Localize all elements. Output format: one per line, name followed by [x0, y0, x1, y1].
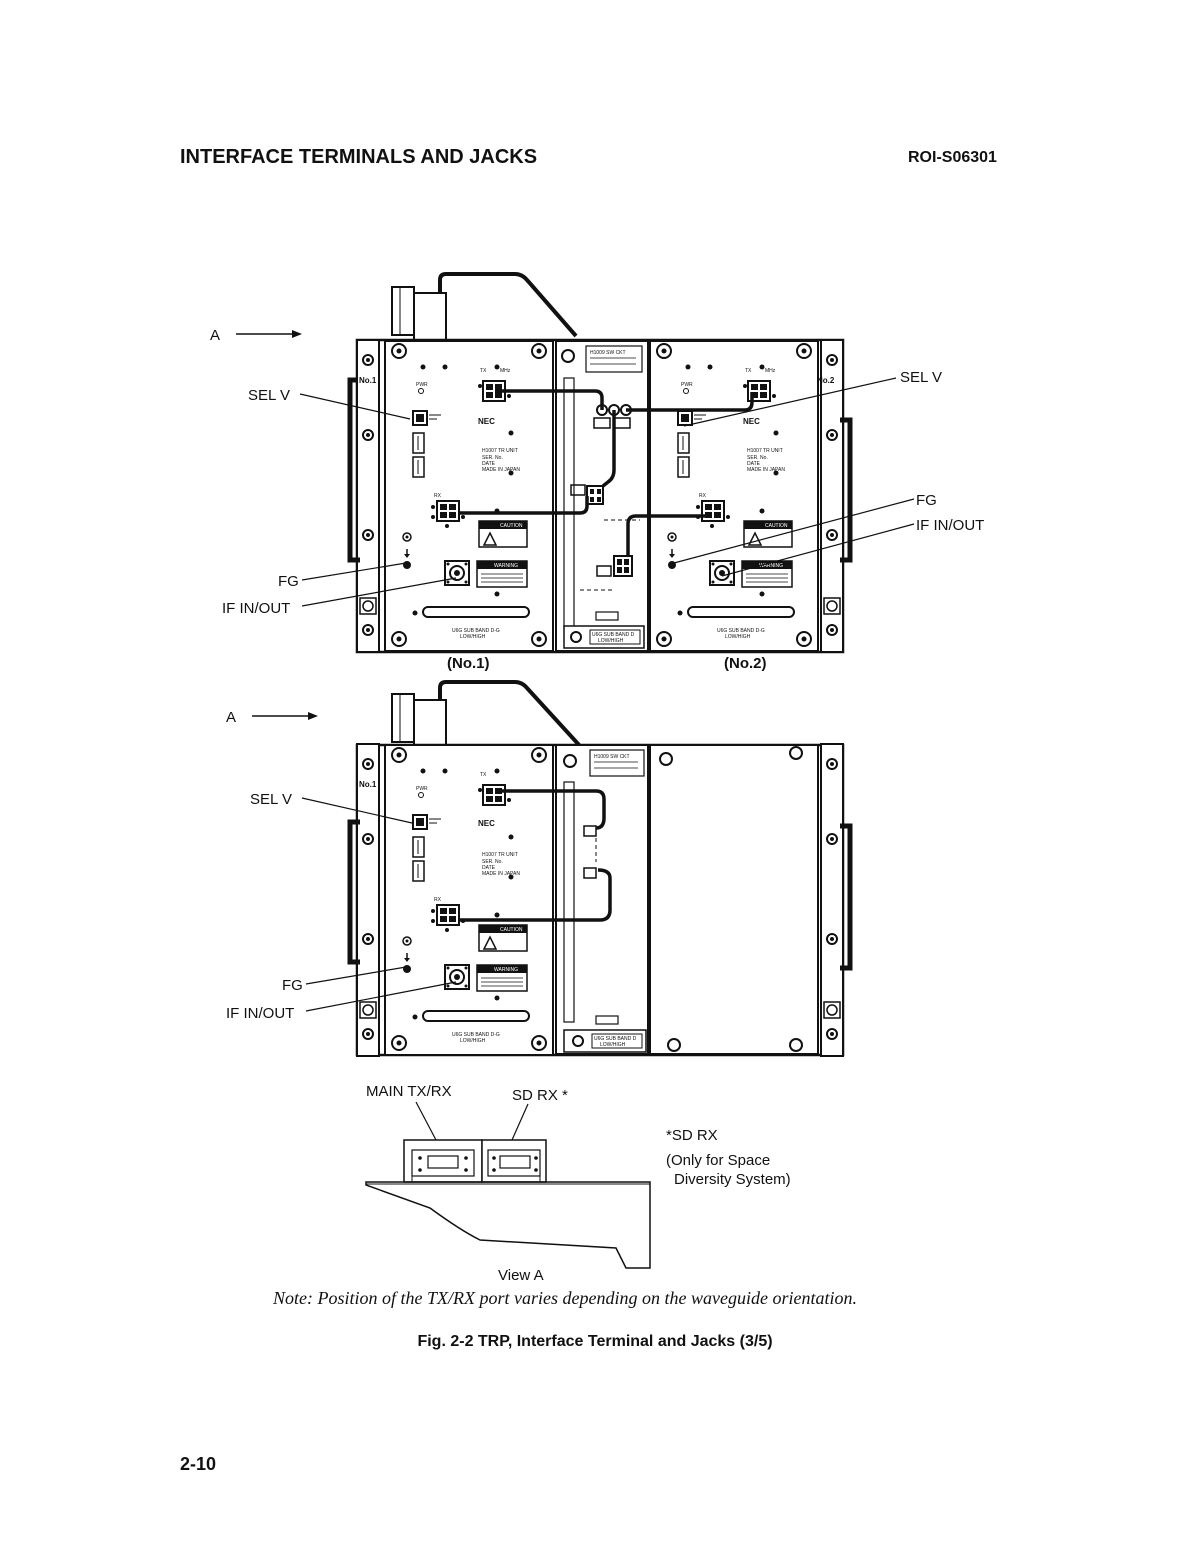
main-port-label: MAIN TX/RX: [366, 1083, 452, 1100]
rack-bottom: No.1 NEC H1007 TR UNIT SER. No. DATE MAD…: [347, 680, 853, 1057]
lowhigh-label: LOW/HIGH: [600, 1042, 626, 1048]
warning-label: WARNING: [759, 563, 783, 569]
band-label: U6G SUB BAND D-G: [717, 628, 765, 634]
caution-label: CAUTION: [500, 927, 523, 933]
made-label: MADE IN JAPAN: [747, 467, 785, 473]
mhz-label: MHz: [765, 368, 776, 374]
serial-label: SER. No.: [482, 455, 503, 461]
made-label: MADE IN JAPAN: [482, 871, 520, 877]
mhz-label: MHz: [500, 368, 511, 374]
section-title: INTERFACE TERMINALS AND JACKS: [180, 146, 538, 168]
unit-caption-no1: (No.1): [447, 655, 490, 672]
pwr-label: PWR: [681, 382, 693, 388]
made-label: MADE IN JAPAN: [482, 467, 520, 473]
callout-if-in-out: IF IN/OUT: [226, 1005, 294, 1022]
unit-tag-no1: No.1: [359, 780, 377, 789]
footnote-line1: *SD RX: [666, 1127, 718, 1144]
unit-tag-no2: No.2: [817, 376, 835, 385]
figure-caption: Fig. 2-2 TRP, Interface Terminal and Jac…: [417, 1333, 773, 1350]
callout-if-left: IF IN/OUT: [222, 600, 290, 617]
unit-caption-no2: (No.2): [724, 655, 767, 672]
callout-fg: FG: [282, 977, 303, 994]
document-number: ROI-S06301: [908, 149, 997, 166]
caution-label: CAUTION: [500, 523, 523, 529]
date-label: DATE: [747, 461, 761, 467]
caution-label: CAUTION: [765, 523, 788, 529]
view-arrow-label: A: [226, 709, 236, 726]
sub-unit-label: H1009 SW CKT: [590, 350, 626, 356]
view-arrow-label: A: [210, 327, 220, 344]
unit-name-label: H1007 TR UNIT: [482, 448, 518, 454]
sd-port-label: SD RX *: [512, 1087, 568, 1104]
pwr-label: PWR: [416, 382, 428, 388]
footnote-line2: (Only for Space: [666, 1152, 770, 1169]
lowhigh-label: LOW/HIGH: [460, 1038, 486, 1044]
figure-note: Note: Position of the TX/RX port varies …: [273, 1288, 857, 1308]
callout-sel-v-right: SEL V: [900, 369, 942, 386]
page-number: 2-10: [180, 1454, 217, 1474]
tx-label: TX: [480, 772, 487, 778]
view-a-title: View A: [498, 1267, 544, 1284]
callout-sel-v: SEL V: [250, 791, 292, 808]
lowhigh-label: LOW/HIGH: [725, 634, 751, 640]
unit-tag-no1: No.1: [359, 376, 377, 385]
rx-label: RX: [434, 897, 442, 903]
date-label: DATE: [482, 461, 496, 467]
callout-if-right: IF IN/OUT: [916, 517, 984, 534]
serial-label: SER. No.: [482, 859, 503, 865]
tx-label: TX: [745, 368, 752, 374]
warning-label: WARNING: [494, 967, 518, 973]
serial-label: SER. No.: [747, 455, 768, 461]
callout-fg-left: FG: [278, 573, 299, 590]
footnote-line3: Diversity System): [674, 1171, 791, 1188]
band-label: U6G SUB BAND D-G: [452, 1032, 500, 1038]
sub-unit-label: H1009 SW CKT: [594, 754, 630, 760]
rack-top: No.1 No.2 NEC NEC H1007 TR UNIT H1007 TR…: [347, 272, 853, 654]
brand-label: NEC: [478, 417, 495, 426]
warning-label: WARNING: [494, 563, 518, 569]
pwr-label: PWR: [416, 786, 428, 792]
rx-label: RX: [434, 493, 442, 499]
unit-name-label: H1007 TR UNIT: [482, 852, 518, 858]
callout-fg-right: FG: [916, 492, 937, 509]
callout-sel-v-left: SEL V: [248, 387, 290, 404]
brand-label: NEC: [478, 819, 495, 828]
band-label: U6G SUB BAND D-G: [452, 628, 500, 634]
unit-name-label: H1007 TR UNIT: [747, 448, 783, 454]
date-label: DATE: [482, 865, 496, 871]
lowhigh-label: LOW/HIGH: [460, 634, 486, 640]
sub-band-label: U6G SUB BAND D: [594, 1036, 637, 1042]
lowhigh-label: LOW/HIGH: [598, 638, 624, 644]
sub-band-label: U6G SUB BAND D: [592, 632, 635, 638]
rx-label: RX: [699, 493, 707, 499]
view-a-drawing: MAIN TX/RX SD RX * View A *SD RX (Only f…: [365, 1083, 791, 1284]
brand-label: NEC: [743, 417, 760, 426]
tx-label: TX: [480, 368, 487, 374]
